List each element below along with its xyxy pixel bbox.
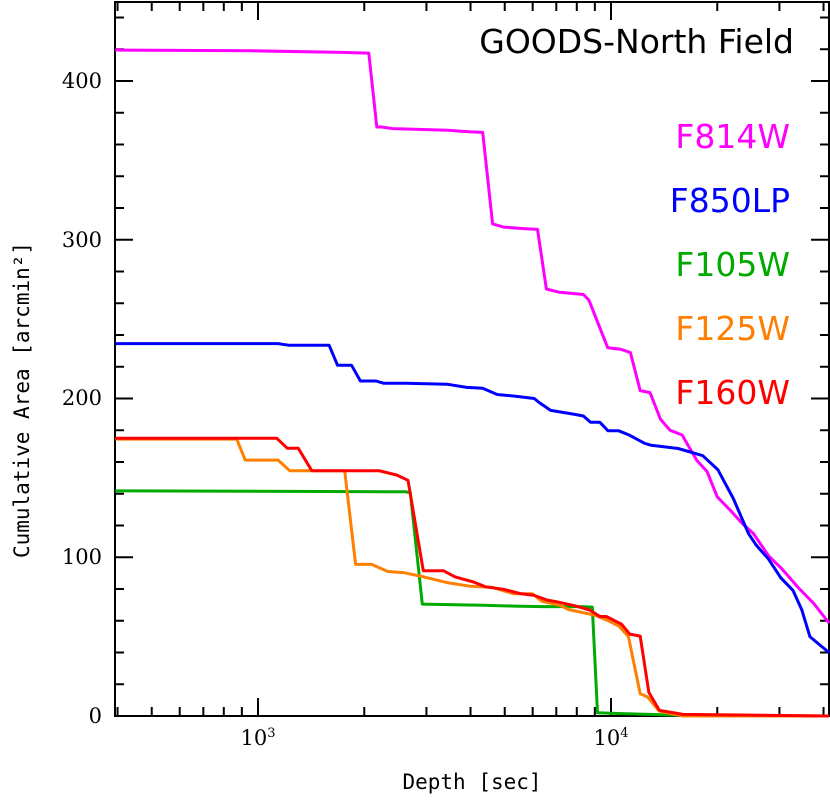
series-line-f105w [115,489,830,718]
series-lines [115,48,830,718]
series-line-f850lp [115,342,830,654]
series-line-f125w [115,437,829,718]
axis-ticks [115,2,829,717]
series-line-f160w [115,436,830,718]
series-line-f814w [115,48,830,624]
plot-frame [114,1,830,717]
